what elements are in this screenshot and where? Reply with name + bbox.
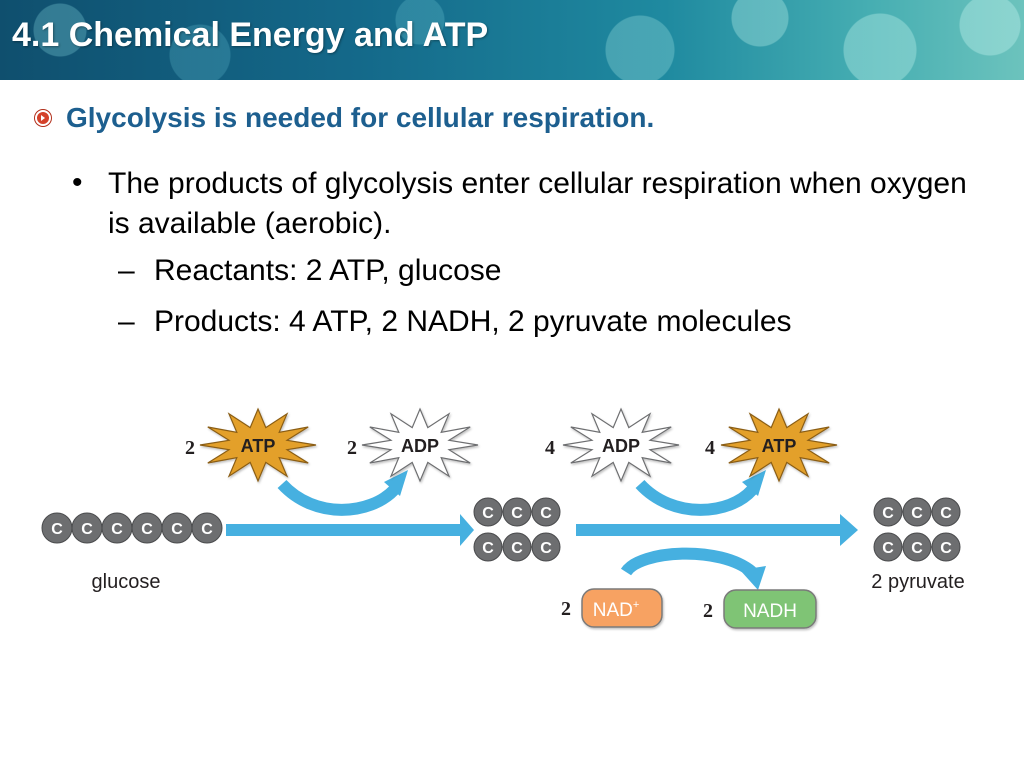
carbon-atom (931, 532, 961, 562)
adp-star-icon (562, 407, 680, 483)
slide-heading: Glycolysis is needed for cellular respir… (66, 102, 655, 133)
carbon-atom (902, 497, 932, 527)
carbon-atom (873, 532, 903, 562)
carbon-label: C (540, 540, 552, 557)
adp-count: 2 (347, 437, 357, 459)
glucose-label: glucose (92, 571, 161, 593)
atp-star-icon (720, 407, 838, 483)
nadh-label: NADH (743, 601, 797, 622)
nad-count: 2 (561, 598, 571, 620)
curved-arrow-nad-to-nadh (620, 547, 766, 590)
slide-title: 4.1 Chemical Energy and ATP (12, 16, 489, 54)
carbon-label: C (911, 505, 923, 522)
carbon-label: C (141, 521, 153, 538)
carbon-atom (502, 497, 532, 527)
carbon-atom (191, 512, 223, 544)
carbon-atom (473, 532, 503, 562)
carbon-atom (931, 497, 961, 527)
curved-arrow-atp-to-adp (277, 470, 408, 516)
carbon-label: C (482, 540, 494, 557)
nad-label: NAD (593, 600, 633, 621)
nad-superscript: + (633, 599, 639, 611)
main-arrow-2 (576, 514, 858, 546)
nadh-pill: NADH (723, 589, 817, 629)
carbon-label: C (171, 521, 183, 538)
atp-count: 2 (185, 437, 195, 459)
sub-item-reactants: –Reactants: 2 ATP, glucose (118, 254, 502, 287)
bullet-text: The products of glycolysis enter cellula… (108, 167, 967, 240)
carbon-label: C (51, 521, 63, 538)
carbon-label: C (111, 521, 123, 538)
pyruvate-label: 2 pyruvate (871, 571, 964, 593)
main-arrow-1 (226, 514, 474, 546)
carbon-label: C (882, 540, 894, 557)
carbon-atom (873, 497, 903, 527)
atp-count: 4 (705, 437, 715, 459)
nad-pill: NAD+ (581, 588, 663, 628)
atp-star-icon (199, 407, 317, 483)
carbon-label: C (81, 521, 93, 538)
adp-star-icon (361, 407, 479, 483)
atp-label: ATP (241, 436, 276, 456)
sub-item-label: Products: 4 ATP, 2 NADH, 2 pyruvate mole… (154, 305, 792, 338)
title-banner (0, 0, 1024, 80)
carbon-label: C (511, 540, 523, 557)
sub-item-label: Reactants: 2 ATP, glucose (154, 254, 502, 287)
carbon-label: C (940, 505, 952, 522)
carbon-label: C (511, 505, 523, 522)
adp-count: 4 (545, 437, 555, 459)
carbon-label: C (540, 505, 552, 522)
adp-label: ADP (602, 436, 640, 456)
atp-label: ATP (762, 436, 797, 456)
nadh-count: 2 (703, 600, 713, 622)
heading-bullet-icon (35, 110, 51, 126)
carbon-atom (531, 497, 561, 527)
sub-item-products: –Products: 4 ATP, 2 NADH, 2 pyruvate mol… (118, 305, 792, 338)
carbon-label: C (911, 540, 923, 557)
carbon-label: C (482, 505, 494, 522)
bullet-marker: • (72, 166, 83, 199)
carbon-atom (502, 532, 532, 562)
carbon-label: C (940, 540, 952, 557)
adp-label: ADP (401, 436, 439, 456)
curved-arrow-adp-to-atp (635, 470, 766, 516)
carbon-label: C (882, 505, 894, 522)
carbon-atom (902, 532, 932, 562)
carbon-atom (531, 532, 561, 562)
svg-text:NAD+: NAD+ (593, 599, 640, 621)
carbon-label: C (201, 521, 213, 538)
carbon-atom (473, 497, 503, 527)
